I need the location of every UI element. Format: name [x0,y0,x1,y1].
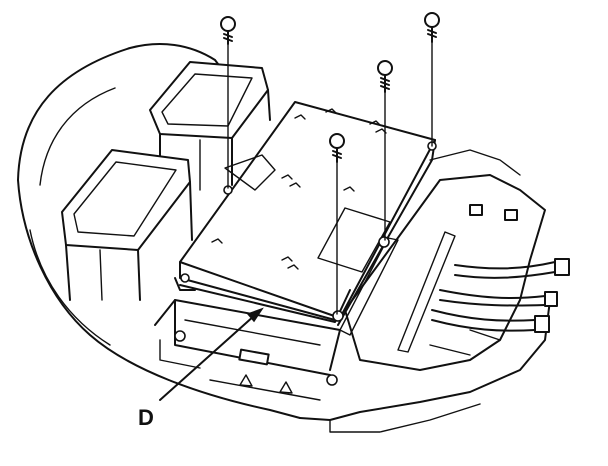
screw-1 [220,16,236,189]
plate-d [174,141,437,323]
clip-icon [469,204,483,216]
clip-icon [332,310,344,322]
screw-icon [329,133,345,149]
screw-4 [329,133,345,315]
screw-3 [377,60,393,241]
screw-2 [424,12,440,147]
mounting-bracket [154,299,341,401]
connector-panel [339,149,546,371]
wire-harness [431,258,570,333]
clip-icon [504,209,518,221]
callout-label-d: D [138,405,154,430]
screw-icon [424,12,440,28]
screw-icon [220,16,236,32]
clip-icon [378,236,390,248]
screw-icon [377,60,393,76]
clip-icon [326,374,338,386]
connector-icon [544,291,558,307]
leader-arrow-d [159,307,264,401]
air-duct-lower [61,149,193,301]
clip-icon [180,273,190,283]
bracket-slot [238,348,270,366]
console-housing [17,43,551,433]
connector-icon [534,315,550,333]
connector-icon [554,258,570,276]
clip-icon [174,330,186,342]
